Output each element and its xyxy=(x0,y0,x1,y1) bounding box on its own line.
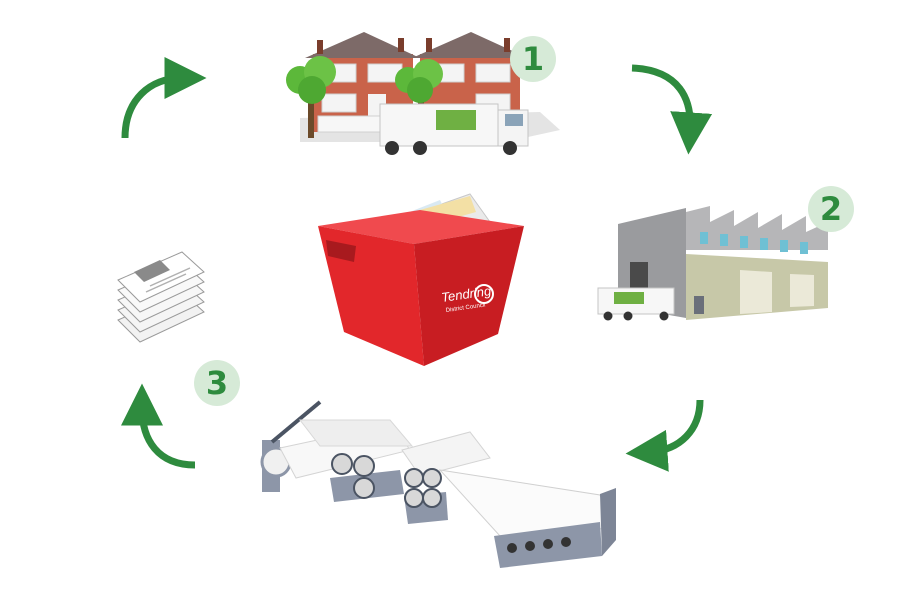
crate-brand-line2: District Council xyxy=(445,302,485,314)
cycle-arrow-top-left xyxy=(121,57,207,139)
cycle-arrow-bottom-left xyxy=(121,383,196,469)
sorting-facility-illustration xyxy=(597,206,828,321)
cycle-arrow-bottom-right xyxy=(625,399,704,472)
step-2-badge: 2 xyxy=(808,186,854,232)
red-recycling-crate-illustration: Tendring District Council xyxy=(318,193,524,366)
paper-mill-machine-illustration xyxy=(260,400,616,568)
step-3-badge: 3 xyxy=(194,360,240,406)
step-1-badge: 1 xyxy=(510,36,556,82)
cycle-arrow-top-right xyxy=(631,64,713,155)
houses-with-truck-illustration xyxy=(286,32,560,155)
crate-brand-line1: Tendring xyxy=(440,283,492,305)
newspapers-stack-illustration xyxy=(117,251,205,343)
